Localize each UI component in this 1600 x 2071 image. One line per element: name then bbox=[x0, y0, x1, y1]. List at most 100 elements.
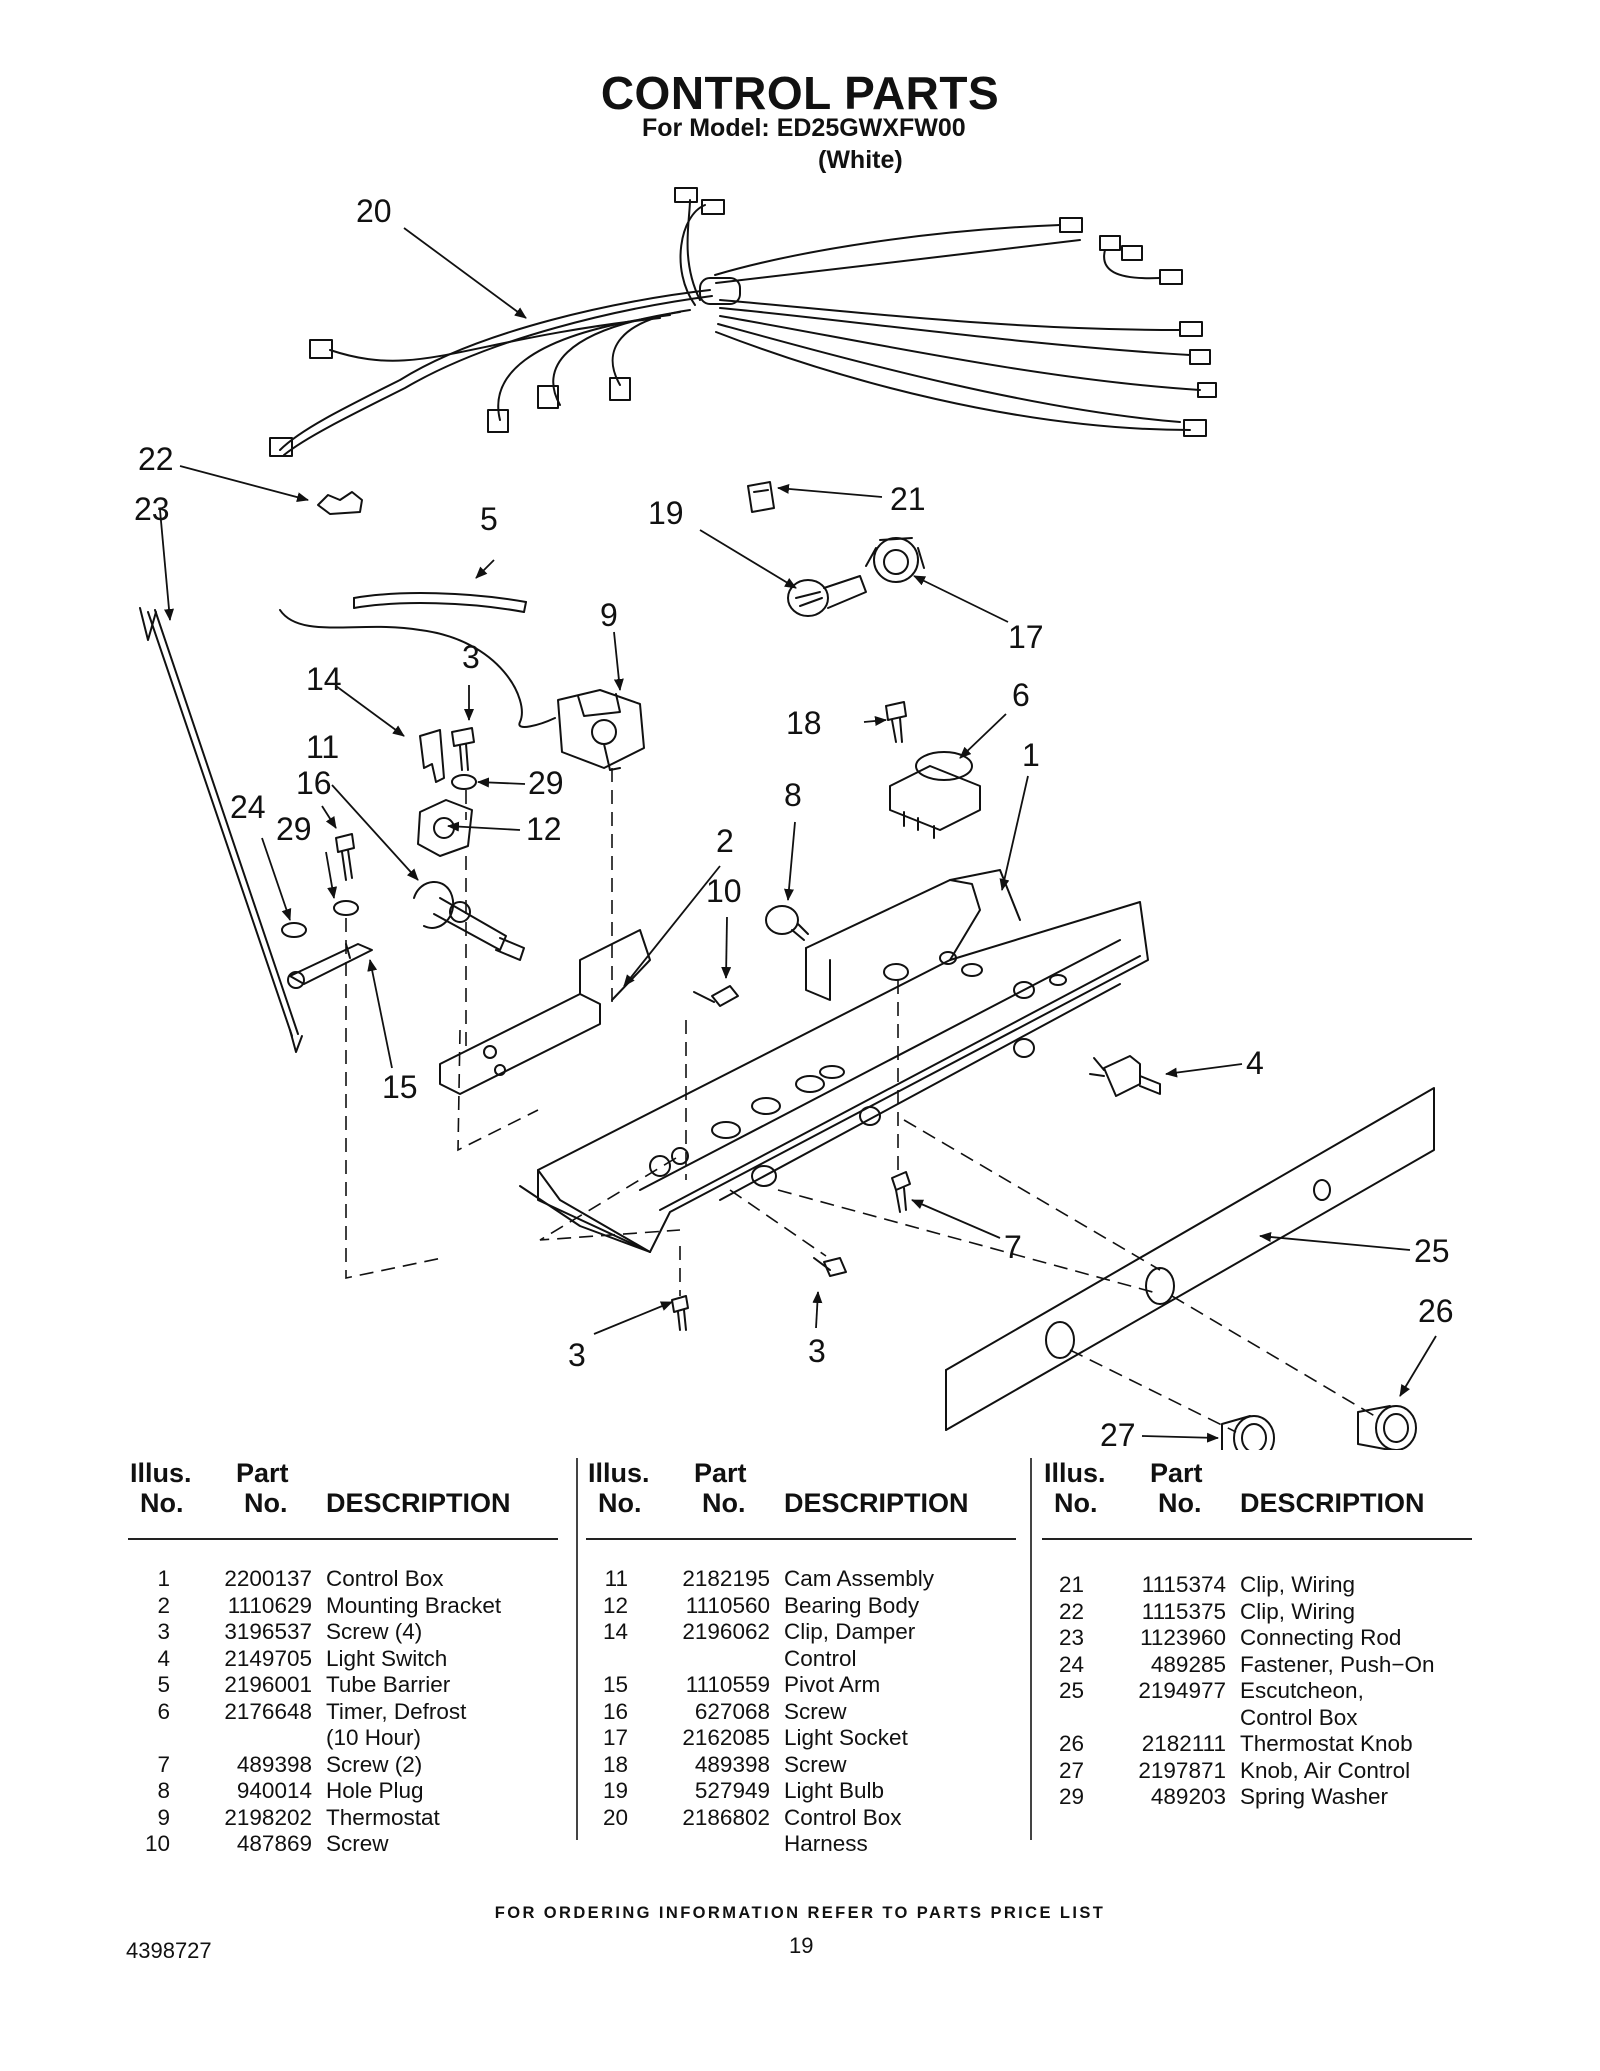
description-cell: Escutcheon, bbox=[1240, 1678, 1364, 1703]
description-cell: Control Box bbox=[1240, 1704, 1358, 1730]
table-row-continuation: Control bbox=[586, 1646, 1026, 1673]
illus-no-cell: 17 bbox=[602, 1725, 628, 1750]
part-no-cell: 2194977 bbox=[1138, 1678, 1226, 1703]
light-bulb-part-19 bbox=[787, 575, 867, 617]
callout-24: 24 bbox=[230, 789, 266, 825]
part-no-cell: 2198202 bbox=[224, 1804, 312, 1830]
part-no-cell: 3196537 bbox=[224, 1619, 312, 1644]
wiring-clip-part-21 bbox=[747, 481, 775, 513]
callout-23: 23 bbox=[134, 491, 170, 527]
part-no-cell: 2162085 bbox=[682, 1725, 770, 1750]
callout-20: 20 bbox=[356, 193, 392, 229]
description-cell: Screw (4) bbox=[326, 1619, 423, 1644]
part-no-cell: 1123960 bbox=[1140, 1625, 1226, 1650]
header-rule bbox=[128, 1538, 558, 1540]
description-cell: Fastener, Push−On bbox=[1240, 1651, 1435, 1677]
description-cell: Clip, Wiring bbox=[1240, 1598, 1356, 1624]
part-no-cell: 2200137 bbox=[224, 1566, 312, 1591]
part-no-cell: 2196001 bbox=[224, 1672, 312, 1697]
part-no-cell: 2176648 bbox=[224, 1698, 312, 1724]
part-no-cell: 1115374 bbox=[1141, 1572, 1226, 1597]
page-number: 19 bbox=[789, 1933, 814, 1958]
description-cell: Control bbox=[784, 1645, 857, 1671]
pivot-arm-part-15 bbox=[287, 943, 373, 989]
wiring-clip-part-22 bbox=[317, 491, 363, 515]
illus-no-header: Illus. No. bbox=[130, 1458, 192, 1518]
screw-part-3-upper bbox=[451, 727, 475, 771]
callout-14: 14 bbox=[306, 661, 342, 697]
description-cell: Tube Barrier bbox=[326, 1672, 451, 1697]
wiring-harness-part-20 bbox=[269, 187, 1217, 457]
callout-3-lower-left: 3 bbox=[568, 1337, 586, 1373]
description-header: DESCRIPTION bbox=[1240, 1488, 1425, 1518]
illus-no-cell: 19 bbox=[602, 1778, 628, 1803]
part-no-cell: 2182195 bbox=[682, 1566, 770, 1591]
callout-26: 26 bbox=[1418, 1293, 1454, 1329]
callout-11: 11 bbox=[306, 729, 339, 765]
illus-no-cell: 8 bbox=[157, 1778, 170, 1803]
tube-barrier-part-5 bbox=[279, 592, 556, 728]
callout-6: 6 bbox=[1012, 677, 1030, 713]
callout-27: 27 bbox=[1100, 1417, 1136, 1450]
bearing-body-part-12 bbox=[417, 799, 473, 857]
connecting-rod-part-23 bbox=[139, 607, 303, 1053]
illus-no-cell: 26 bbox=[1058, 1731, 1084, 1756]
part-no-cell: 2197871 bbox=[1138, 1757, 1226, 1783]
callout-15: 15 bbox=[382, 1069, 418, 1105]
hole-plug-part-8 bbox=[765, 905, 809, 941]
part-no-cell: 2186802 bbox=[682, 1804, 770, 1830]
description-cell: Timer, Defrost bbox=[326, 1698, 467, 1724]
document-number: 4398727 bbox=[126, 1938, 212, 1963]
spring-washer-part-29-lower bbox=[333, 900, 359, 916]
table-row: 25 2194977 Escutcheon, bbox=[1042, 1678, 1482, 1705]
callout-16: 16 bbox=[296, 765, 332, 801]
table-row-continuation: (10 Hour) bbox=[128, 1725, 568, 1752]
column-divider-1 bbox=[576, 1458, 578, 1840]
description-cell: Control Box bbox=[326, 1566, 444, 1591]
description-cell: Clip, Wiring bbox=[1240, 1572, 1356, 1597]
illus-no-cell: 25 bbox=[1058, 1678, 1084, 1703]
alignment-lines bbox=[345, 768, 1379, 1433]
screw-part-18 bbox=[885, 701, 907, 743]
description-cell: Cam Assembly bbox=[784, 1566, 935, 1591]
push-on-fastener-part-24 bbox=[281, 922, 307, 938]
damper-clip-part-14 bbox=[419, 729, 445, 783]
model-line: For Model: ED25GWXFW00 bbox=[642, 114, 966, 142]
part-no-header: Part No. bbox=[1150, 1458, 1203, 1518]
callout-numbers: 20 22 23 5 19 21 17 9 3 14 29 18 6 1 11 … bbox=[134, 193, 1454, 1450]
description-cell: Hole Plug bbox=[326, 1778, 424, 1803]
description-cell: Knob, Air Control bbox=[1240, 1757, 1411, 1783]
description-cell: Control Box bbox=[784, 1804, 902, 1830]
illus-no-cell: 11 bbox=[604, 1566, 628, 1591]
thermostat-part-9 bbox=[557, 689, 645, 771]
description-cell: Spring Washer bbox=[1240, 1784, 1388, 1809]
illus-no-cell: 21 bbox=[1058, 1572, 1084, 1597]
callout-3-upper: 3 bbox=[462, 639, 480, 675]
screw-part-10 bbox=[693, 985, 739, 1007]
illus-no-cell: 9 bbox=[157, 1804, 170, 1830]
description-cell: Harness bbox=[784, 1831, 868, 1856]
illus-no-cell: 29 bbox=[1058, 1784, 1084, 1809]
description-cell: Screw bbox=[784, 1698, 847, 1724]
illus-no-cell: 10 bbox=[144, 1831, 170, 1856]
callout-22: 22 bbox=[138, 441, 174, 477]
part-no-header: Part No. bbox=[694, 1458, 747, 1518]
description-header: DESCRIPTION bbox=[784, 1488, 969, 1518]
light-switch-part-4 bbox=[1089, 1055, 1161, 1097]
mounting-bracket-part-2 bbox=[439, 929, 651, 1095]
